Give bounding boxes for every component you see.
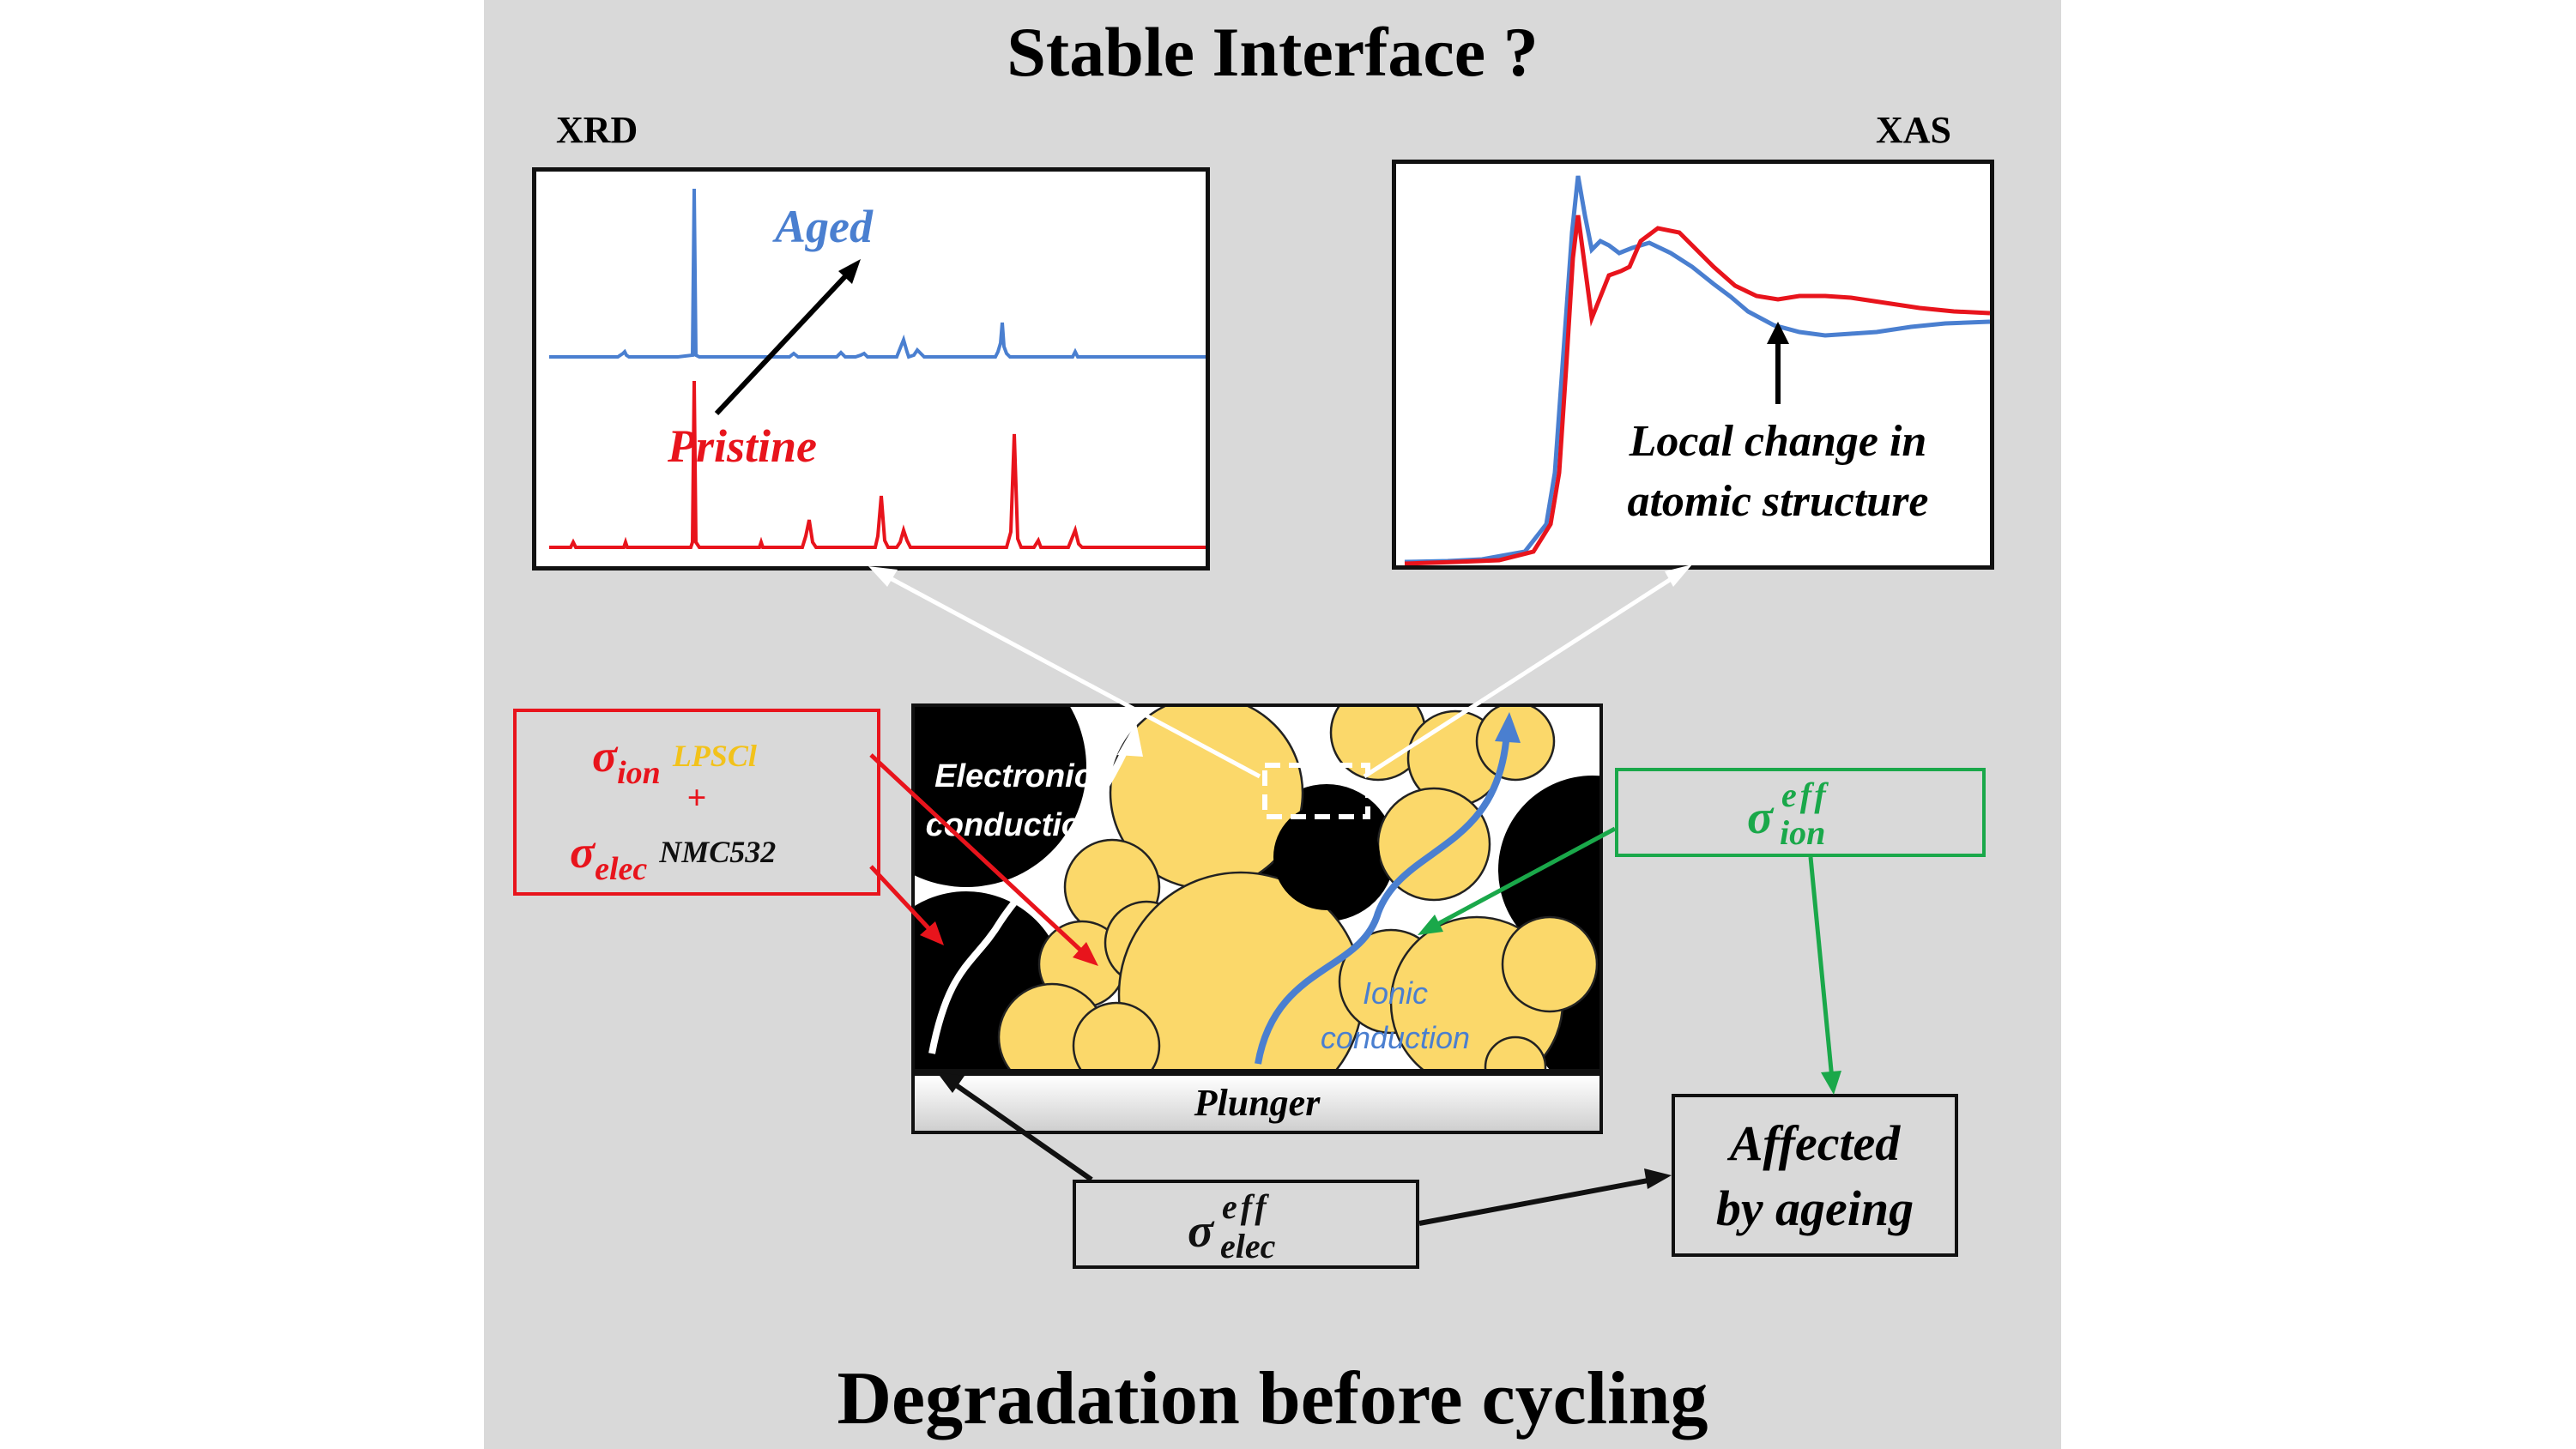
elec-subscript: elec xyxy=(595,851,648,887)
xas-annotation-line1: Local change in xyxy=(1629,417,1927,466)
affected-line1: Affected xyxy=(1729,1115,1901,1171)
cell-svg: Electronic conduction Ionic conduction xyxy=(915,707,1599,1069)
xrd-plot: Aged Pristine xyxy=(532,167,1210,571)
affected-by-ageing-box: Affected by ageing xyxy=(1672,1094,1958,1257)
xrd-pristine-curve xyxy=(549,380,1206,549)
xas-annotation-line2: atomic structure xyxy=(1627,477,1928,526)
title-degradation: Degradation before cycling xyxy=(837,1357,1708,1440)
sigma-elec-eff-box: σ eff elec xyxy=(1073,1180,1419,1269)
xrd-arrow-line xyxy=(714,272,850,416)
ionic-path xyxy=(1255,732,1510,1065)
xrd-svg: Aged Pristine xyxy=(549,188,1206,549)
plus-sign: + xyxy=(686,778,707,817)
sigma-symbol: σ xyxy=(570,826,596,878)
sigma-symbol: σ xyxy=(592,730,618,782)
eff-superscript: eff xyxy=(1781,776,1829,814)
elec-subscript: elec xyxy=(1220,1227,1276,1265)
ion-subscript: ion xyxy=(617,755,661,791)
plunger: Plunger xyxy=(911,1072,1603,1134)
sigma-elec-nmc: σelec NMC532 xyxy=(570,825,777,887)
electronic-label-line1: Electronic xyxy=(934,758,1092,794)
title-stable-interface: Stable Interface ? xyxy=(1007,13,1539,91)
xas-pristine-curve xyxy=(1404,214,1990,565)
xrd-pristine-label: Pristine xyxy=(667,420,817,472)
xas-aged-curve xyxy=(1404,175,1990,565)
nmc-label: NMC532 xyxy=(659,835,777,869)
sigma-ion-lpscl: σion LPSCl xyxy=(592,729,757,791)
interface-highlight xyxy=(1262,763,1370,819)
sigma-symbol: σ xyxy=(1188,1204,1214,1258)
sigma-ion-eff-box: σ eff ion xyxy=(1615,768,1986,857)
electronic-label-line2: conduction xyxy=(926,807,1102,843)
xrd-arrow-head xyxy=(838,259,861,284)
xas-arrow-head xyxy=(1767,322,1789,344)
nmc-particle-center xyxy=(1273,804,1380,910)
affected-line2: by ageing xyxy=(1715,1180,1914,1236)
nmc-particle xyxy=(915,707,1086,887)
xas-svg: Local change in atomic structure xyxy=(1404,175,1990,565)
cell-schematic: Electronic conduction Ionic conduction xyxy=(911,703,1603,1072)
ionic-label-line1: Ionic xyxy=(1363,975,1428,1011)
lpscl-label: LPSCl xyxy=(672,739,757,773)
xrd-label: XRD xyxy=(556,109,638,151)
ion-subscript: ion xyxy=(1780,813,1826,852)
xas-plot: Local change in atomic structure xyxy=(1392,160,1994,570)
xrd-aged-label: Aged xyxy=(772,201,874,252)
xrd-aged-curve xyxy=(549,188,1206,359)
eff-superscript: eff xyxy=(1222,1187,1270,1226)
sigma-symbol: σ xyxy=(1747,791,1774,844)
xas-label: XAS xyxy=(1876,109,1952,151)
ionic-label-line2: conduction xyxy=(1321,1020,1470,1055)
